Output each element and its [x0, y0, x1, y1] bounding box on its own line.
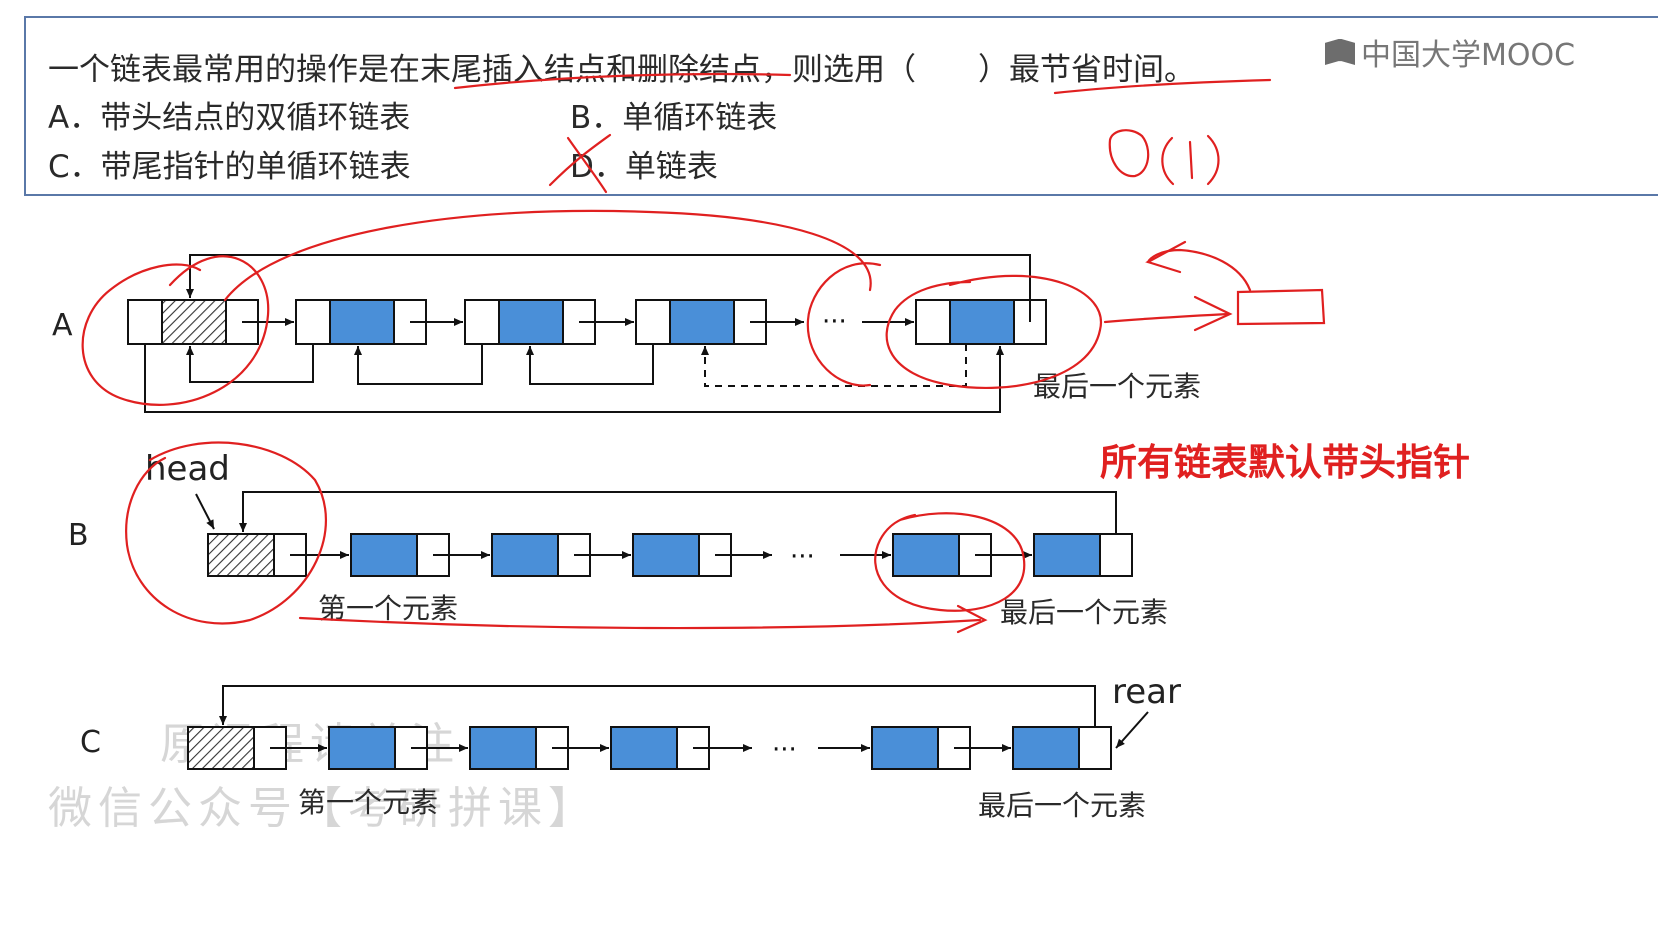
head-node — [187, 726, 287, 770]
next-arrows — [239, 491, 1117, 559]
watermark-line-2: 微信公众号【考研拼课】 — [48, 783, 598, 834]
option-a: A．带头结点的双循环链表 — [48, 100, 411, 136]
list-node — [295, 299, 427, 345]
stem-underline — [1053, 78, 1272, 95]
last-node — [1033, 533, 1133, 577]
circle-mark — [806, 262, 882, 387]
list-node — [635, 299, 767, 345]
diagram-a-label: A — [52, 308, 73, 343]
arrow-mark — [1193, 295, 1233, 332]
diagram-b: B head ··· — [68, 449, 1168, 629]
ellipsis: ··· — [772, 735, 797, 765]
ellipsis: ··· — [822, 307, 847, 337]
handwritten-one — [1188, 140, 1194, 180]
last-node — [1012, 726, 1112, 770]
last-node — [915, 299, 1047, 345]
diagram-c-label: C — [80, 725, 101, 760]
first-node — [328, 726, 428, 770]
handwritten-o — [1108, 129, 1150, 178]
list-node — [632, 533, 732, 577]
diagram-a: A ··· — [52, 254, 1201, 413]
arrow-mark — [956, 604, 988, 634]
first-node — [350, 533, 450, 577]
question-stem: 一个链表最常用的操作是在末尾插入结点和删除结点，则选用（ ）最节省时间。 — [48, 52, 1195, 88]
arrow-mark — [1146, 248, 1252, 292]
book-icon — [1325, 39, 1355, 65]
arrow-mark — [1103, 312, 1230, 324]
handwritten-paren — [1161, 136, 1175, 186]
last-element-label: 最后一个元素 — [978, 789, 1146, 822]
handwritten-annotations — [81, 72, 1326, 634]
stem-underline — [453, 72, 792, 90]
logo-text: 中国大学MOOC — [1361, 38, 1576, 73]
option-d: D．单链表 — [570, 149, 718, 185]
list-node — [464, 299, 596, 345]
list-node — [469, 726, 569, 770]
circle-mark — [885, 274, 1103, 389]
circle-mark — [874, 512, 1026, 612]
new-node-sketch — [1236, 288, 1326, 326]
cross-mark-icon — [566, 136, 608, 194]
circle-mark — [81, 255, 270, 406]
ellipsis: ··· — [790, 542, 815, 572]
diagram-b-label: B — [68, 518, 89, 553]
curve-mark — [223, 209, 872, 302]
last-element-label: 最后一个元素 — [1000, 596, 1168, 629]
first-element-label: 第一个元素 — [298, 786, 438, 819]
arrow-mark — [1145, 240, 1187, 274]
next-arrows — [219, 685, 1096, 752]
head-node — [207, 533, 307, 577]
last-element-label: 最后一个元素 — [1033, 370, 1201, 403]
handwritten-paren — [1206, 134, 1220, 186]
diagram-c: C ··· — [80, 672, 1181, 822]
next-arrows — [144, 254, 1031, 413]
circle-mark — [125, 441, 327, 625]
option-b: B．单循环链表 — [570, 100, 778, 136]
question-box — [24, 16, 1658, 196]
list-node — [491, 533, 591, 577]
list-node — [610, 726, 710, 770]
cross-mark-icon — [548, 133, 612, 187]
rear-pointer-label: rear — [1112, 672, 1181, 712]
traverse-arrow — [298, 616, 982, 630]
list-node — [871, 726, 971, 770]
list-node — [892, 533, 992, 577]
annotation-note: 所有链表默认带头指针 — [1100, 441, 1470, 484]
mooc-logo: 中国大学MOOC — [1325, 30, 1575, 74]
option-c: C．带尾指针的单循环链表 — [48, 149, 411, 185]
head-node — [127, 299, 259, 345]
